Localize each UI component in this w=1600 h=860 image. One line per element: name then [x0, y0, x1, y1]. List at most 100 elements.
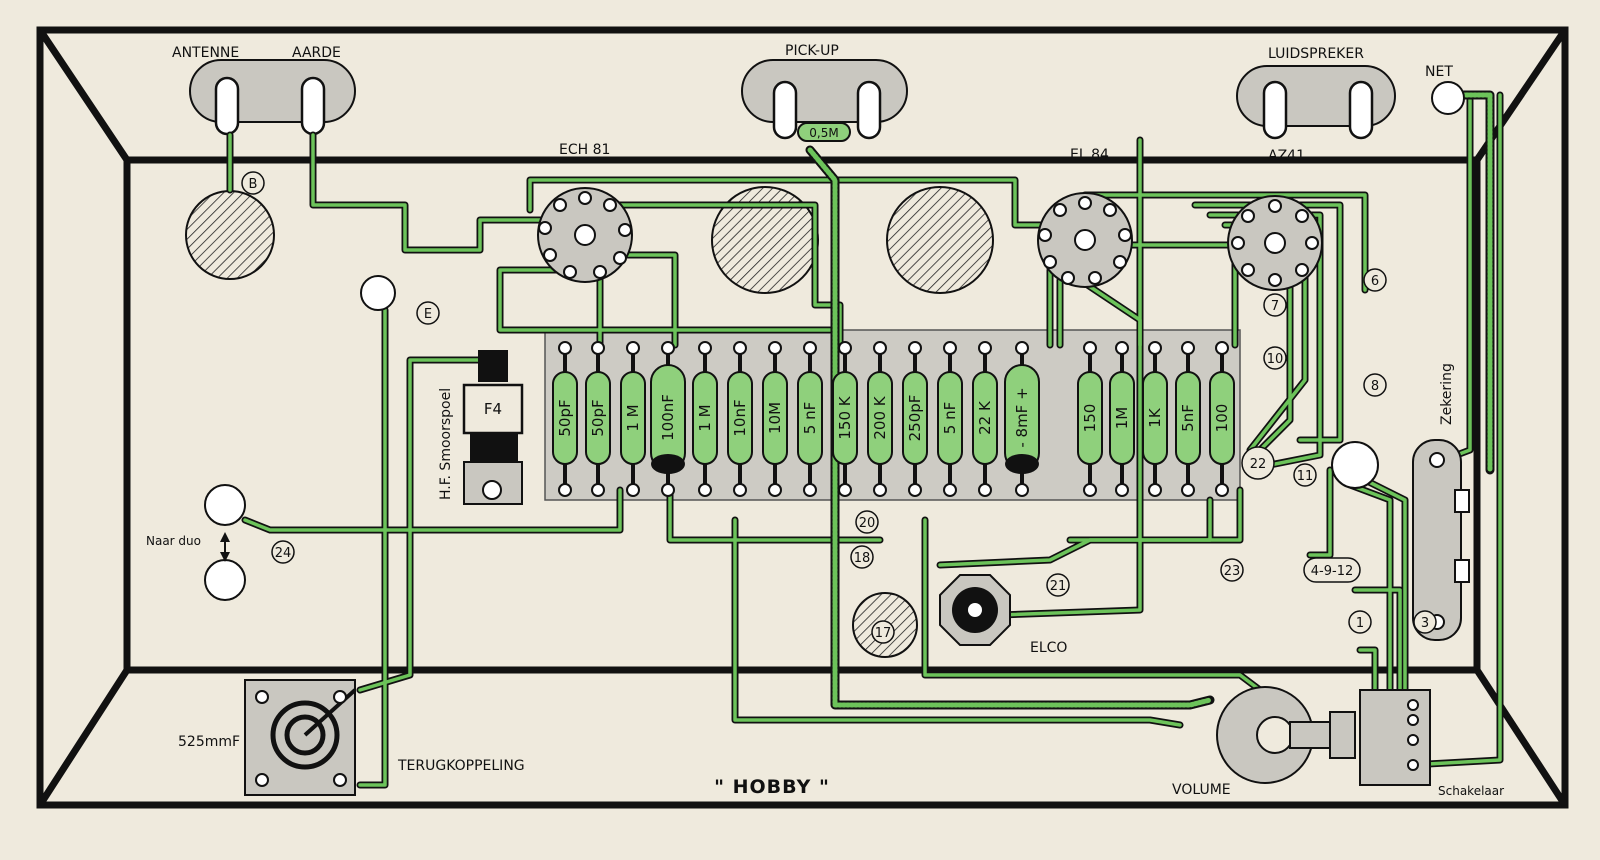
component-body [902, 371, 928, 465]
component-body [1077, 371, 1103, 465]
aarde-label: AARDE [292, 45, 341, 61]
marker: 4-9-12 [1303, 557, 1361, 583]
marker-label: 24 [275, 546, 292, 561]
marker-label: 18 [854, 551, 871, 566]
component-value-label: 100 [1213, 404, 1231, 433]
solder-tag [733, 483, 747, 497]
solder-tag [1215, 483, 1229, 497]
marker: 22 [1241, 446, 1275, 480]
marker-label: E [424, 307, 432, 322]
el84-tube-socket [1037, 192, 1133, 288]
component: 100 [1209, 341, 1235, 497]
solder-tag [1015, 483, 1029, 497]
zekering-label: Zekering [1439, 363, 1455, 425]
component-body [937, 371, 963, 465]
component-body [797, 371, 823, 465]
marker: 11 [1293, 463, 1317, 487]
component: 22 K [972, 341, 998, 497]
solder-tag [873, 341, 887, 355]
solder-tag [1115, 483, 1129, 497]
solder-tag [1181, 483, 1195, 497]
component-value-label: 22 K [976, 400, 994, 435]
solder-tag [768, 483, 782, 497]
component: 250pF [902, 341, 928, 497]
component: 1K [1142, 341, 1168, 497]
component: 5 nF [937, 341, 963, 497]
naar-duo-terminal [204, 484, 246, 526]
component-value-label: 10nF [731, 399, 749, 436]
component-value-label: 200 K [871, 395, 889, 439]
solder-tag [1215, 341, 1229, 355]
component: 1M [1109, 341, 1135, 497]
ech81-label: ECH 81 [559, 142, 610, 158]
component-value-label: 1 M [624, 404, 642, 431]
component-body [1109, 371, 1135, 465]
component: 200 K [867, 341, 893, 497]
component-body [867, 371, 893, 465]
marker-label: 10 [1267, 352, 1284, 367]
component-body [727, 371, 753, 465]
marker-label: 17 [875, 626, 892, 641]
marker: 24 [271, 540, 295, 564]
solder-tag [803, 483, 817, 497]
hf-smoorspoel-label: H.F. Smoorspoel [438, 388, 454, 500]
component: 1 M [692, 341, 718, 497]
component-body [1175, 371, 1201, 465]
terugkoppeling-label: TERUGKOPPELING [397, 758, 525, 774]
marker-label: 4-9-12 [1311, 564, 1353, 579]
component-value-label: 1K [1146, 407, 1164, 428]
solder-tag [626, 341, 640, 355]
component-value-label: 150 K [836, 395, 854, 439]
marker: 23 [1220, 558, 1244, 582]
pickup-label: PICK-UP [785, 43, 839, 59]
solder-tag [558, 483, 572, 497]
component-body [620, 371, 646, 465]
luidspreker-socket [1236, 65, 1396, 140]
marker-label: 7 [1271, 299, 1279, 314]
marker-label: B [249, 177, 258, 192]
marker: 21 [1046, 573, 1070, 597]
component-body [972, 371, 998, 465]
component-value-label: 1 M [696, 404, 714, 431]
naar-duo-label: Naar duo [146, 534, 201, 548]
solder-tag [661, 341, 675, 355]
chassis-hole [886, 186, 994, 294]
solder-tag [838, 483, 852, 497]
chassis-hole [185, 190, 275, 280]
elco-capacitor [939, 574, 1011, 646]
elco-label: ELCO [1030, 640, 1067, 656]
solder-tag [803, 341, 817, 355]
component: 10nF [727, 341, 753, 497]
solder-tag [1148, 483, 1162, 497]
component-value-label: 5 nF [941, 402, 959, 434]
solder-tag [768, 341, 782, 355]
marker: 7 [1263, 293, 1287, 317]
solder-tag [733, 341, 747, 355]
component-value-label: 50pF [589, 399, 607, 436]
wires [226, 90, 1504, 789]
volume-potmeter [1216, 686, 1356, 784]
solder-tag [661, 483, 675, 497]
marker-label: 21 [1050, 579, 1067, 594]
pickup-resistor: 0,5M [797, 122, 851, 142]
component: 5 nF [797, 341, 823, 497]
marker: E [416, 301, 440, 325]
solder-tag [591, 483, 605, 497]
component-value-label: 10M [766, 402, 784, 434]
solder-tag [698, 483, 712, 497]
diagram-title: " HOBBY " [714, 776, 830, 798]
component: - 8mF + [1004, 341, 1040, 497]
solder-tag [1083, 483, 1097, 497]
solder-tag [591, 341, 605, 355]
solder-tag [626, 483, 640, 497]
az41-label: AZ41 [1268, 148, 1305, 164]
marker-label: 23 [1224, 564, 1241, 579]
component: 1 M [620, 341, 646, 497]
solder-tag [873, 483, 887, 497]
luidspreker-label: LUIDSPREKER [1268, 46, 1364, 62]
marker: 1 [1348, 610, 1372, 634]
pickup-resistor-label: 0,5M [809, 126, 838, 140]
